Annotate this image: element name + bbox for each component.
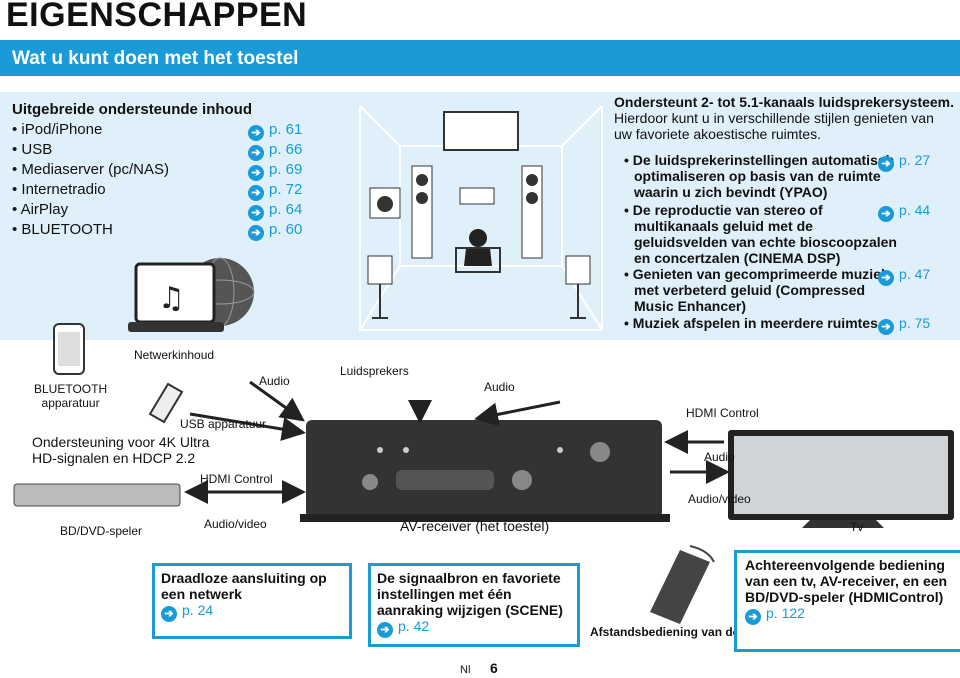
section-banner: Wat u kunt doen met het toestel	[0, 40, 960, 76]
bd-player-label: BD/DVD-speler	[60, 524, 143, 538]
remote-control-icon	[650, 545, 715, 624]
audio-video-label: Audio/video	[204, 517, 267, 531]
page-ref-link[interactable]: ➔p. 60	[248, 221, 302, 241]
wireless-box: Draadloze aansluiting op een netwerk ➔p.…	[152, 563, 352, 639]
scene-box: De signaalbron en favoriete instellingen…	[368, 563, 580, 647]
page-ref-link[interactable]: ➔p. 66	[248, 141, 302, 161]
arrow-right-icon: ➔	[248, 185, 264, 201]
page-ref-link[interactable]: ➔p. 64	[248, 201, 302, 221]
remote-label: Afstandsbediening van de tv	[590, 625, 754, 639]
laptop-globe-icon: ♫	[128, 257, 255, 332]
source-item-label: • Mediaserver (pc/NAS)	[12, 161, 169, 178]
source-item-label: • AirPlay	[12, 201, 69, 218]
source-item-label: • iPod/iPhone	[12, 121, 103, 138]
source-item-label: • USB	[12, 141, 53, 158]
arrow-right-icon: ➔	[161, 606, 177, 622]
footer-page-number: 6	[490, 660, 498, 676]
speaker-title: Ondersteunt 2- tot 5.1-kanaals luidsprek…	[614, 94, 955, 110]
page-title: EIGENSCHAPPEN	[6, 0, 308, 34]
page-ref-link[interactable]: ➔p. 69	[248, 161, 302, 181]
page-ref-link[interactable]: ➔p. 122	[745, 605, 953, 625]
wireless-text: Draadloze aansluiting op een netwerk	[161, 570, 327, 602]
netwerkinhoud-label: Netwerkinhoud	[134, 348, 215, 362]
svg-text:♫: ♫	[158, 281, 185, 316]
arrow-right-icon: ➔	[248, 165, 264, 181]
page-ref-link[interactable]: ➔p. 72	[248, 181, 302, 201]
hdmi-text: Achtereenvolgende bediening van een tv, …	[745, 557, 948, 605]
audio-label: Audio	[259, 374, 290, 388]
speaker-subtitle: Hierdoor kunt u in verschillende stijlen…	[614, 110, 934, 142]
feature-ypao: • De luidsprekerinstellingen automatisch…	[624, 152, 895, 200]
4k-support-label: Ondersteuning voor 4K Ultra HD-signalen …	[32, 434, 210, 466]
page-ref-link[interactable]: ➔p. 61	[248, 121, 302, 141]
bluetooth-device-label: BLUETOOTH apparatuur	[34, 382, 108, 410]
feature-multiroom: • Muziek afspelen in meerdere ruimtes	[624, 315, 878, 331]
page-ref-link[interactable]: ➔p. 47	[878, 266, 930, 286]
speakers-label: Luidsprekers	[340, 364, 409, 378]
hdmi-control-label: HDMI Control	[200, 472, 273, 486]
audio-label: Audio	[484, 380, 515, 394]
page-ref-link[interactable]: ➔p. 24	[161, 602, 343, 622]
audio-video-label: Audio/video	[688, 492, 751, 506]
arrow-right-icon: ➔	[248, 125, 264, 141]
source-item-label: • BLUETOOTH	[12, 221, 113, 238]
connection-diagram	[13, 323, 954, 528]
arrow-right-icon: ➔	[878, 319, 894, 335]
hdmi-control-label: HDMI Control	[686, 406, 759, 420]
hdmi-control-box: Achtereenvolgende bediening van een tv, …	[734, 550, 960, 652]
sources-title: Uitgebreide ondersteunde inhoud	[12, 101, 253, 118]
footer-language: Nl	[460, 664, 471, 676]
arrow-right-icon: ➔	[878, 156, 894, 172]
arrow-right-icon: ➔	[248, 205, 264, 221]
scene-text: De signaalbron en favoriete instellingen…	[377, 570, 563, 618]
receiver-label: AV-receiver (het toestel)	[400, 518, 550, 534]
banner-text: Wat u kunt doen met het toestel	[12, 48, 299, 69]
page-ref-link[interactable]: ➔p. 75	[878, 315, 930, 335]
speaker-system-text: Ondersteunt 2- tot 5.1-kanaals luidsprek…	[614, 94, 954, 142]
source-item-label: • Internetradio	[12, 181, 106, 198]
page-ref-link[interactable]: ➔p. 42	[377, 618, 571, 638]
page-ref-link[interactable]: ➔p. 27	[878, 152, 930, 172]
arrow-right-icon: ➔	[878, 270, 894, 286]
usb-device-label: USB apparatuur	[180, 417, 267, 431]
room-speakers-icon	[359, 105, 603, 331]
tv-label: Tv	[850, 520, 864, 534]
arrow-right-icon: ➔	[745, 609, 761, 625]
arrow-right-icon: ➔	[377, 622, 393, 638]
arrow-right-icon: ➔	[248, 145, 264, 161]
page-ref-link[interactable]: ➔p. 44	[878, 202, 930, 222]
arrow-right-icon: ➔	[248, 225, 264, 241]
arrow-right-icon: ➔	[878, 206, 894, 222]
audio-label: Audio	[704, 450, 735, 464]
